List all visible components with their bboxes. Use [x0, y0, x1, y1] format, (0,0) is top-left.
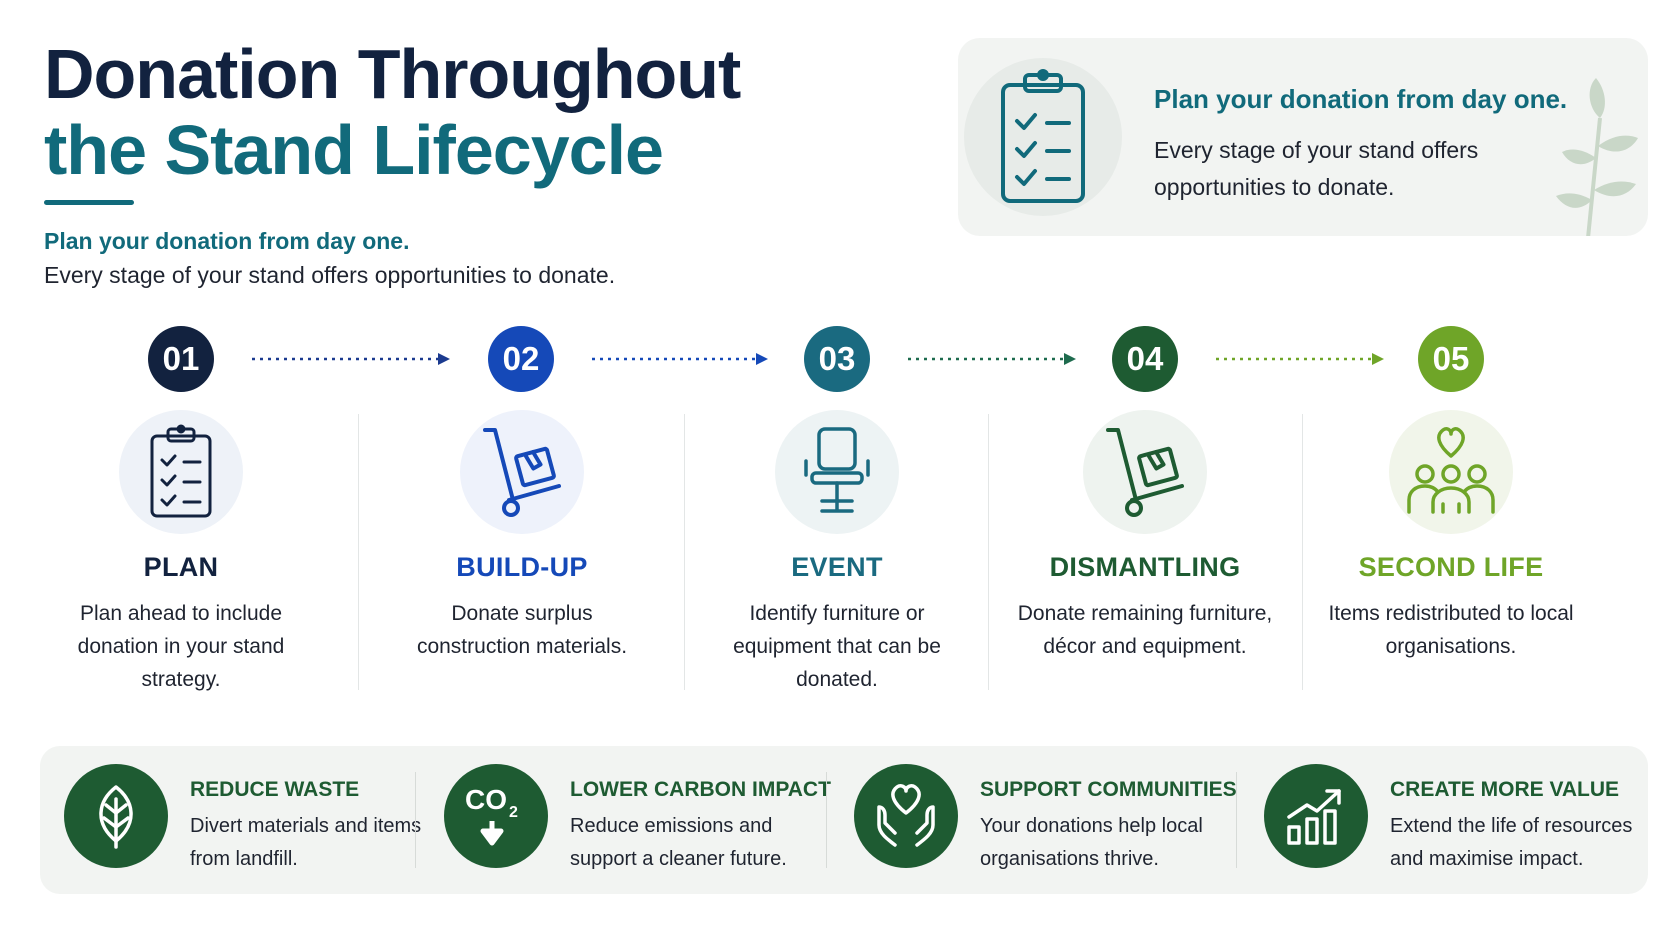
leaf-icon [99, 785, 133, 849]
benefits-bar: REDUCE WASTE Divert materials and items … [40, 746, 1648, 894]
stage-description: Plan ahead to include donation in your s… [77, 602, 285, 691]
benefit-title: CREATE MORE VALUE [1390, 778, 1620, 801]
stage-divider [358, 414, 359, 690]
arrow-03-04 [908, 353, 1076, 365]
stage-description: Donate remaining furniture, décor and eq… [1017, 602, 1273, 658]
stage-dismantling: DISMANTLING Donate remaining furniture, … [1015, 410, 1275, 663]
title-underline [44, 200, 134, 205]
benefit-divider [1236, 772, 1237, 868]
intro-heading: Plan your donation from day one. [44, 228, 410, 254]
title-line-1: Donation Throughout [44, 35, 741, 113]
hand-truck-box-icon [1106, 428, 1184, 517]
stage-icon-circle [460, 410, 584, 534]
community-heart-icon [1407, 427, 1495, 514]
benefit-icon-circle [64, 764, 168, 868]
intro-text: Every stage of your stand offers opportu… [44, 262, 616, 288]
stage-icon-circle [119, 410, 243, 534]
stage-description: Identify furniture or equipment that can… [733, 602, 941, 691]
benefit-title: REDUCE WASTE [190, 778, 360, 801]
stage-icon-circle [1389, 410, 1513, 534]
leaf-branch-icon [1556, 78, 1638, 236]
step-number-02: 02 [488, 326, 554, 392]
callout-text: Every stage of your stand offers opportu… [1154, 137, 1479, 200]
stage-divider [988, 414, 989, 690]
stage-divider [684, 414, 685, 690]
stage-event: EVENT Identify furniture or equipment th… [707, 410, 967, 696]
co2-down-icon: CO 2 [465, 784, 518, 846]
benefit-divider [826, 772, 827, 868]
benefit-icon-circle: CO 2 [444, 764, 548, 868]
title-line-2: the Stand Lifecycle [44, 111, 664, 189]
benefit-text: Your donations help local organisations … [980, 815, 1203, 870]
step-number-01: 01 [148, 326, 214, 392]
arrow-01-02 [252, 353, 450, 365]
benefit-text: Extend the life of resources and maximis… [1390, 815, 1633, 870]
benefit-text: Reduce emissions and support a cleaner f… [570, 815, 787, 870]
callout-icon-circle [964, 58, 1122, 216]
stage-name: SECOND LIFE [1358, 552, 1544, 582]
benefit-create-value: CREATE MORE VALUE Extend the life of res… [1240, 764, 1632, 874]
arrow-04-05 [1216, 353, 1384, 365]
benefit-title: LOWER CARBON IMPACT [570, 778, 831, 801]
benefit-divider [415, 772, 416, 868]
step-number-03: 03 [804, 326, 870, 392]
clipboard-checklist-icon [150, 424, 212, 518]
stage-icon-circle [1083, 410, 1207, 534]
co2-subscript: 2 [509, 804, 518, 821]
step-number-05: 05 [1418, 326, 1484, 392]
arrow-02-03 [592, 353, 768, 365]
stage-description: Items redistributed to local organisatio… [1328, 602, 1574, 658]
office-chair-icon [804, 427, 870, 513]
stage-build-up: BUILD-UP Donate surplus construction mat… [392, 410, 652, 663]
stage-second-life: SECOND LIFE Items redistributed to local… [1321, 410, 1581, 663]
benefit-icon-circle [1264, 764, 1368, 868]
step-number-04: 04 [1112, 326, 1178, 392]
benefit-lower-carbon: CO 2 LOWER CARBON IMPACT Reduce emission… [420, 764, 831, 874]
clipboard-checklist-icon [1001, 69, 1085, 203]
stage-icon-circle [775, 410, 899, 534]
benefit-title: SUPPORT COMMUNITIES [980, 778, 1237, 801]
page-title: Donation Throughout the Stand Lifecycle [44, 35, 741, 189]
stage-name: EVENT [791, 552, 883, 582]
benefit-text: Divert materials and items from landfill… [190, 815, 422, 870]
benefit-icon-circle [854, 764, 958, 868]
callout-card: Plan your donation from day one. Every s… [958, 38, 1648, 236]
hands-heart-icon [877, 784, 935, 847]
stage-divider [1302, 414, 1303, 690]
co2-label: CO [465, 784, 507, 815]
benefit-support-communities: SUPPORT COMMUNITIES Your donations help … [830, 764, 1237, 874]
stage-name: DISMANTLING [1049, 552, 1241, 582]
stage-name: BUILD-UP [456, 552, 588, 582]
stage-description: Donate surplus construction materials. [416, 602, 628, 658]
callout-heading: Plan your donation from day one. [1154, 84, 1568, 114]
hand-truck-box-icon [483, 428, 561, 517]
stage-name: PLAN [143, 552, 219, 582]
growth-chart-icon [1287, 789, 1341, 845]
benefit-reduce-waste: REDUCE WASTE Divert materials and items … [40, 764, 430, 874]
stage-plan: PLAN Plan ahead to include donation in y… [51, 410, 311, 696]
